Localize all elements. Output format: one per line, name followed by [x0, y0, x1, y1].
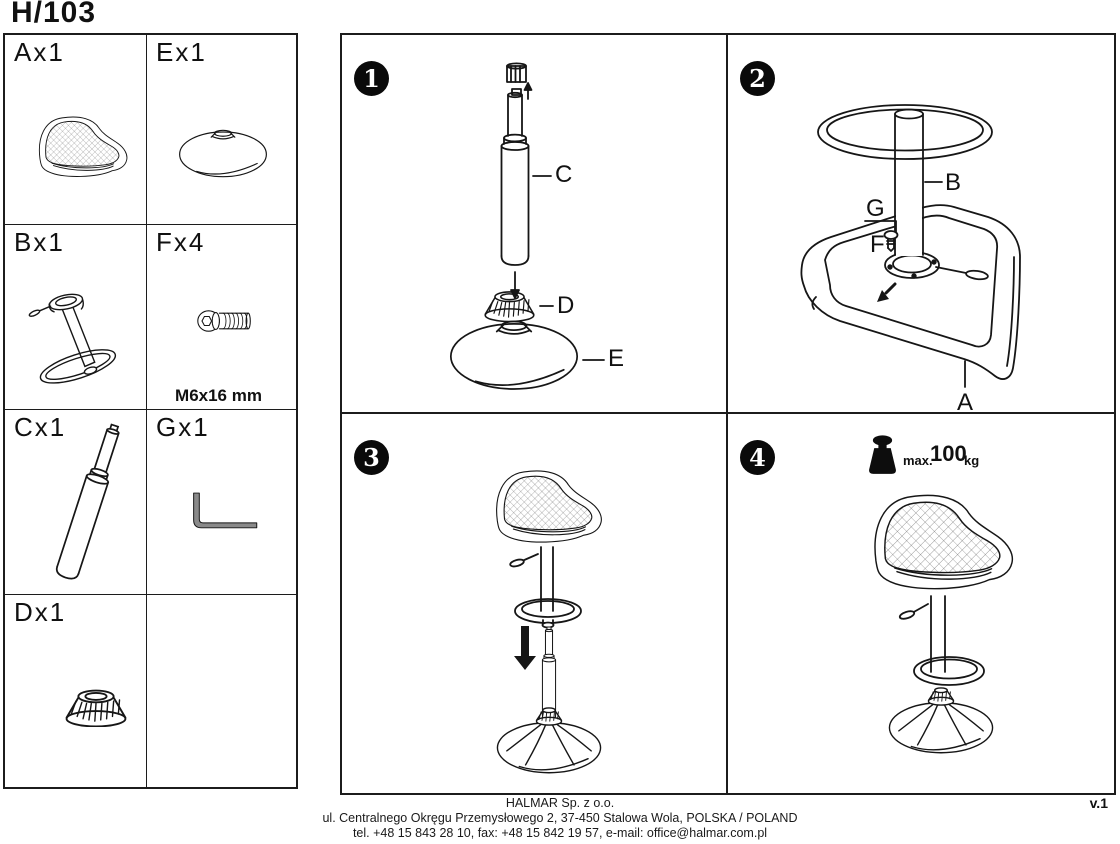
gas-lift-drawing [53, 421, 127, 582]
part-label-f: Fx4 [156, 227, 206, 257]
max-load-value: 100 [930, 441, 967, 466]
part-ref-label-a: A [957, 389, 974, 416]
part-ref-label-c: C [555, 161, 573, 188]
step-panel-4: 4 max. 100 kg [728, 414, 1114, 793]
screw-size-note: M6x16 mm [175, 386, 262, 405]
seat-mechanism-drawing [27, 290, 120, 391]
base-dome-drawing [178, 129, 268, 178]
step-panel-1: 1 [342, 35, 728, 414]
part-label-b: Bx1 [14, 227, 65, 257]
max-load-label: max. [903, 453, 933, 468]
part-ref-label-g: G [866, 195, 885, 222]
footer-company: HALMAR Sp. z o.o. [505, 796, 615, 810]
part-ref-label-f: F [870, 231, 885, 258]
part-cell-c: Cx1 [5, 410, 147, 595]
max-load-unit: kg [964, 453, 980, 468]
parts-grid: Ax1 Ex1 Bx1 Fx4 M6x16 mm Cx1 Gx1 Dx1 [3, 33, 298, 789]
part-ref-label-d: D [557, 292, 575, 319]
part-label-d: Dx1 [14, 597, 67, 627]
part-ref-label-b: B [945, 169, 962, 196]
max-weight-icon [869, 435, 896, 474]
part-cell-g: Gx1 [147, 410, 296, 595]
part-cell-empty [147, 595, 296, 787]
part-label-a: Ax1 [14, 37, 65, 67]
footer: HALMAR Sp. z o.o. ul. Centralnego Okręgu… [0, 796, 1120, 841]
cone-cover-drawing [65, 689, 127, 727]
part-ref-label-e: E [608, 345, 625, 372]
step-panel-2: 2 [728, 35, 1114, 416]
part-label-g: Gx1 [156, 412, 210, 442]
step-1-drawing [449, 62, 605, 390]
assembly-steps: 1 [340, 33, 1116, 795]
step-4-drawing [869, 435, 1014, 754]
seat-shell-drawing [38, 116, 128, 177]
version-label: v.1 [1089, 795, 1108, 811]
part-label-e: Ex1 [156, 37, 207, 67]
step-number-badge-3: 3 [354, 440, 389, 475]
step-number-badge-1: 1 [354, 61, 389, 96]
step-panel-3: 3 [342, 414, 728, 793]
page-title: H/103 [11, 0, 97, 29]
part-cell-b: Bx1 [5, 225, 147, 410]
part-label-c: Cx1 [14, 412, 67, 442]
allen-key-drawing [193, 492, 258, 529]
screw-drawing [197, 310, 251, 332]
part-cell-f: Fx4 M6x16 mm [147, 225, 296, 410]
step-number-badge-2: 2 [740, 61, 775, 96]
part-cell-e: Ex1 [147, 35, 296, 225]
footer-contact: tel. +48 15 843 28 10, fax: +48 15 842 1… [352, 826, 768, 840]
step-3-drawing [496, 470, 602, 774]
footer-address: ul. Centralnego Okręgu Przemysłowego 2, … [322, 811, 798, 825]
part-cell-a: Ax1 [5, 35, 147, 225]
step-2-drawing [800, 104, 1021, 388]
step-number-badge-4: 4 [740, 440, 775, 475]
part-cell-d: Dx1 [5, 595, 147, 787]
